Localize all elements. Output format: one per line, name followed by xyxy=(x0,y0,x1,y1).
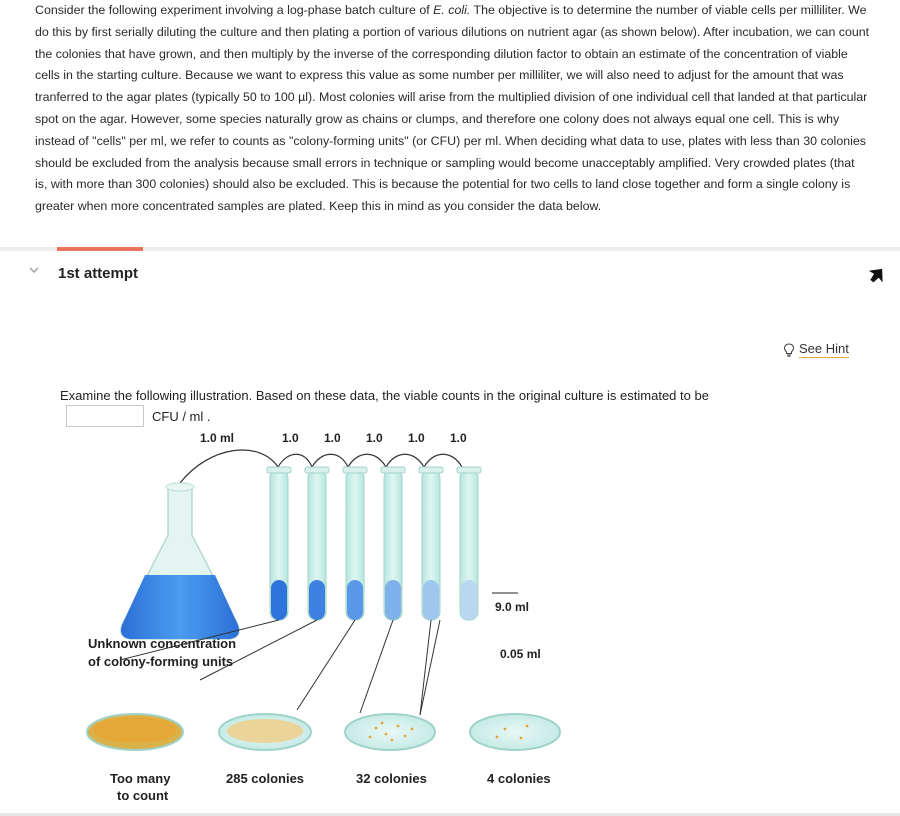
intro-part-2: The objective is to determine the number… xyxy=(35,3,870,214)
transfer-arrows xyxy=(179,449,463,484)
instructions-text: Consider the following experiment involv… xyxy=(35,0,870,218)
organism-name: E. coli. xyxy=(433,3,471,17)
plate-32 xyxy=(344,713,436,751)
plate-label-3: 32 colonies xyxy=(356,771,427,786)
see-hint-label[interactable]: See Hint xyxy=(799,341,849,358)
plate-too-many xyxy=(86,713,184,751)
see-hint-link[interactable]: See Hint xyxy=(783,341,849,358)
plate-285 xyxy=(218,713,312,751)
tube-volume-label: 9.0 ml xyxy=(495,600,529,614)
transfer-label-1: 1.0 xyxy=(282,431,299,445)
intro-part-1: Consider the following experiment involv… xyxy=(35,3,434,17)
transfer-label-2: 1.0 xyxy=(324,431,341,445)
attempt-title[interactable]: 1st attempt xyxy=(58,265,139,282)
question-text: Examine the following illustration. Base… xyxy=(60,388,709,403)
transfer-label-5: 1.0 xyxy=(450,431,467,445)
first-transfer-label: 1.0 ml xyxy=(200,431,234,445)
transfer-label-4: 1.0 xyxy=(408,431,425,445)
attempt-divider xyxy=(0,247,900,251)
flask-label-line2: of colony-forming units xyxy=(88,654,233,669)
lightbulb-icon xyxy=(783,342,795,357)
bottom-divider xyxy=(0,813,900,816)
plate-label-1-line1: Too many xyxy=(110,771,171,786)
flask-label-line1: Unknown concentration xyxy=(88,636,236,651)
plate-label-2: 285 colonies xyxy=(226,771,304,786)
answer-input[interactable] xyxy=(66,405,144,427)
answer-units: CFU / ml . xyxy=(152,408,211,424)
dilution-illustration: 1.0 ml 1.0 1.0 1.0 1.0 1.0 xyxy=(86,431,561,803)
plate-4 xyxy=(469,713,561,751)
culture-flask xyxy=(120,482,240,640)
plating-lines xyxy=(119,619,441,716)
attempt-tab-indicator xyxy=(57,247,143,251)
dilution-tubes xyxy=(266,466,482,621)
plate-label-4: 4 colonies xyxy=(487,771,551,786)
agar-plates xyxy=(86,713,561,751)
chevron-down-icon[interactable] xyxy=(28,264,40,276)
plated-volume-label: 0.05 ml xyxy=(500,647,541,661)
plate-label-1-line2: to count xyxy=(117,788,169,803)
answer-row: CFU / ml . xyxy=(66,405,211,427)
transfer-label-3: 1.0 xyxy=(366,431,383,445)
pin-arrow-icon[interactable] xyxy=(866,265,888,285)
